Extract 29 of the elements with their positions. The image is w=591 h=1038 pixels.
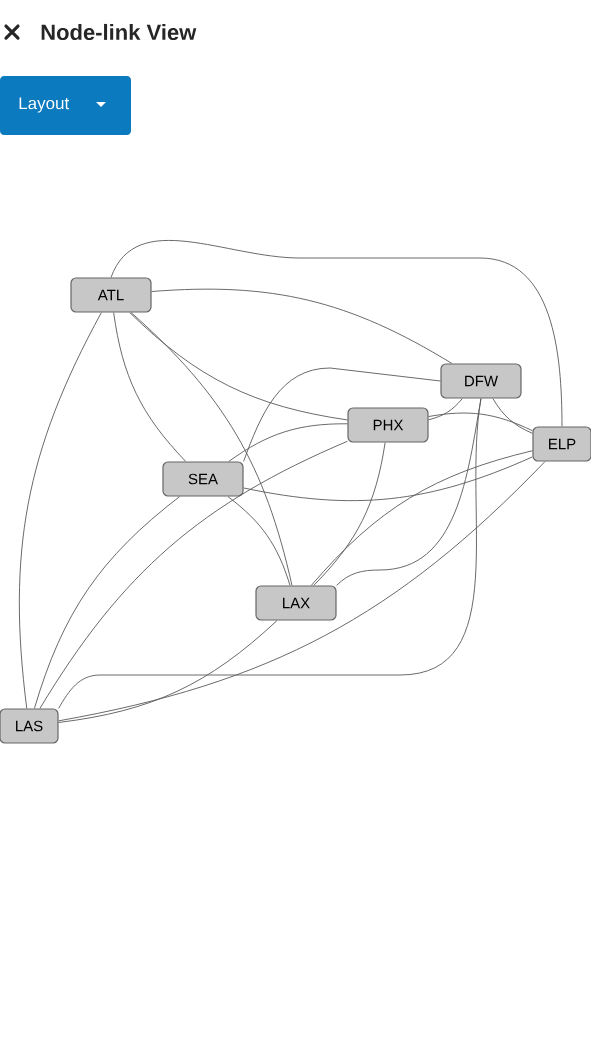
airport-box: ELP bbox=[532, 426, 591, 462]
title: Node-link View bbox=[41, 23, 197, 41]
link-curve bbox=[310, 450, 533, 586]
link-curve bbox=[428, 398, 463, 421]
link-curve bbox=[313, 442, 386, 586]
airport-box: PHX bbox=[347, 407, 429, 443]
link-curve bbox=[58, 620, 278, 723]
link-curve bbox=[243, 456, 533, 502]
link-curve bbox=[34, 496, 180, 709]
link-curve bbox=[18, 312, 102, 709]
link-curve bbox=[151, 288, 453, 364]
link-curve bbox=[39, 440, 348, 709]
link-curve bbox=[129, 312, 348, 421]
link-curve bbox=[227, 496, 291, 586]
link-curve bbox=[243, 367, 441, 462]
airport-box: SEA bbox=[162, 461, 244, 497]
link-curve bbox=[58, 461, 546, 722]
link-curve bbox=[110, 239, 563, 427]
airport-box: LAX bbox=[255, 585, 337, 621]
link-curve bbox=[428, 412, 533, 432]
link-curve bbox=[130, 312, 293, 586]
layout-button: Layout bbox=[0, 76, 131, 135]
airport-box: DFW bbox=[440, 363, 522, 399]
link-curve bbox=[492, 398, 533, 434]
link-curve bbox=[58, 398, 482, 709]
link-curve bbox=[113, 312, 187, 462]
airport-box: LAS bbox=[0, 708, 59, 744]
airport-box: ATL bbox=[70, 277, 152, 313]
link-curve bbox=[228, 423, 348, 462]
